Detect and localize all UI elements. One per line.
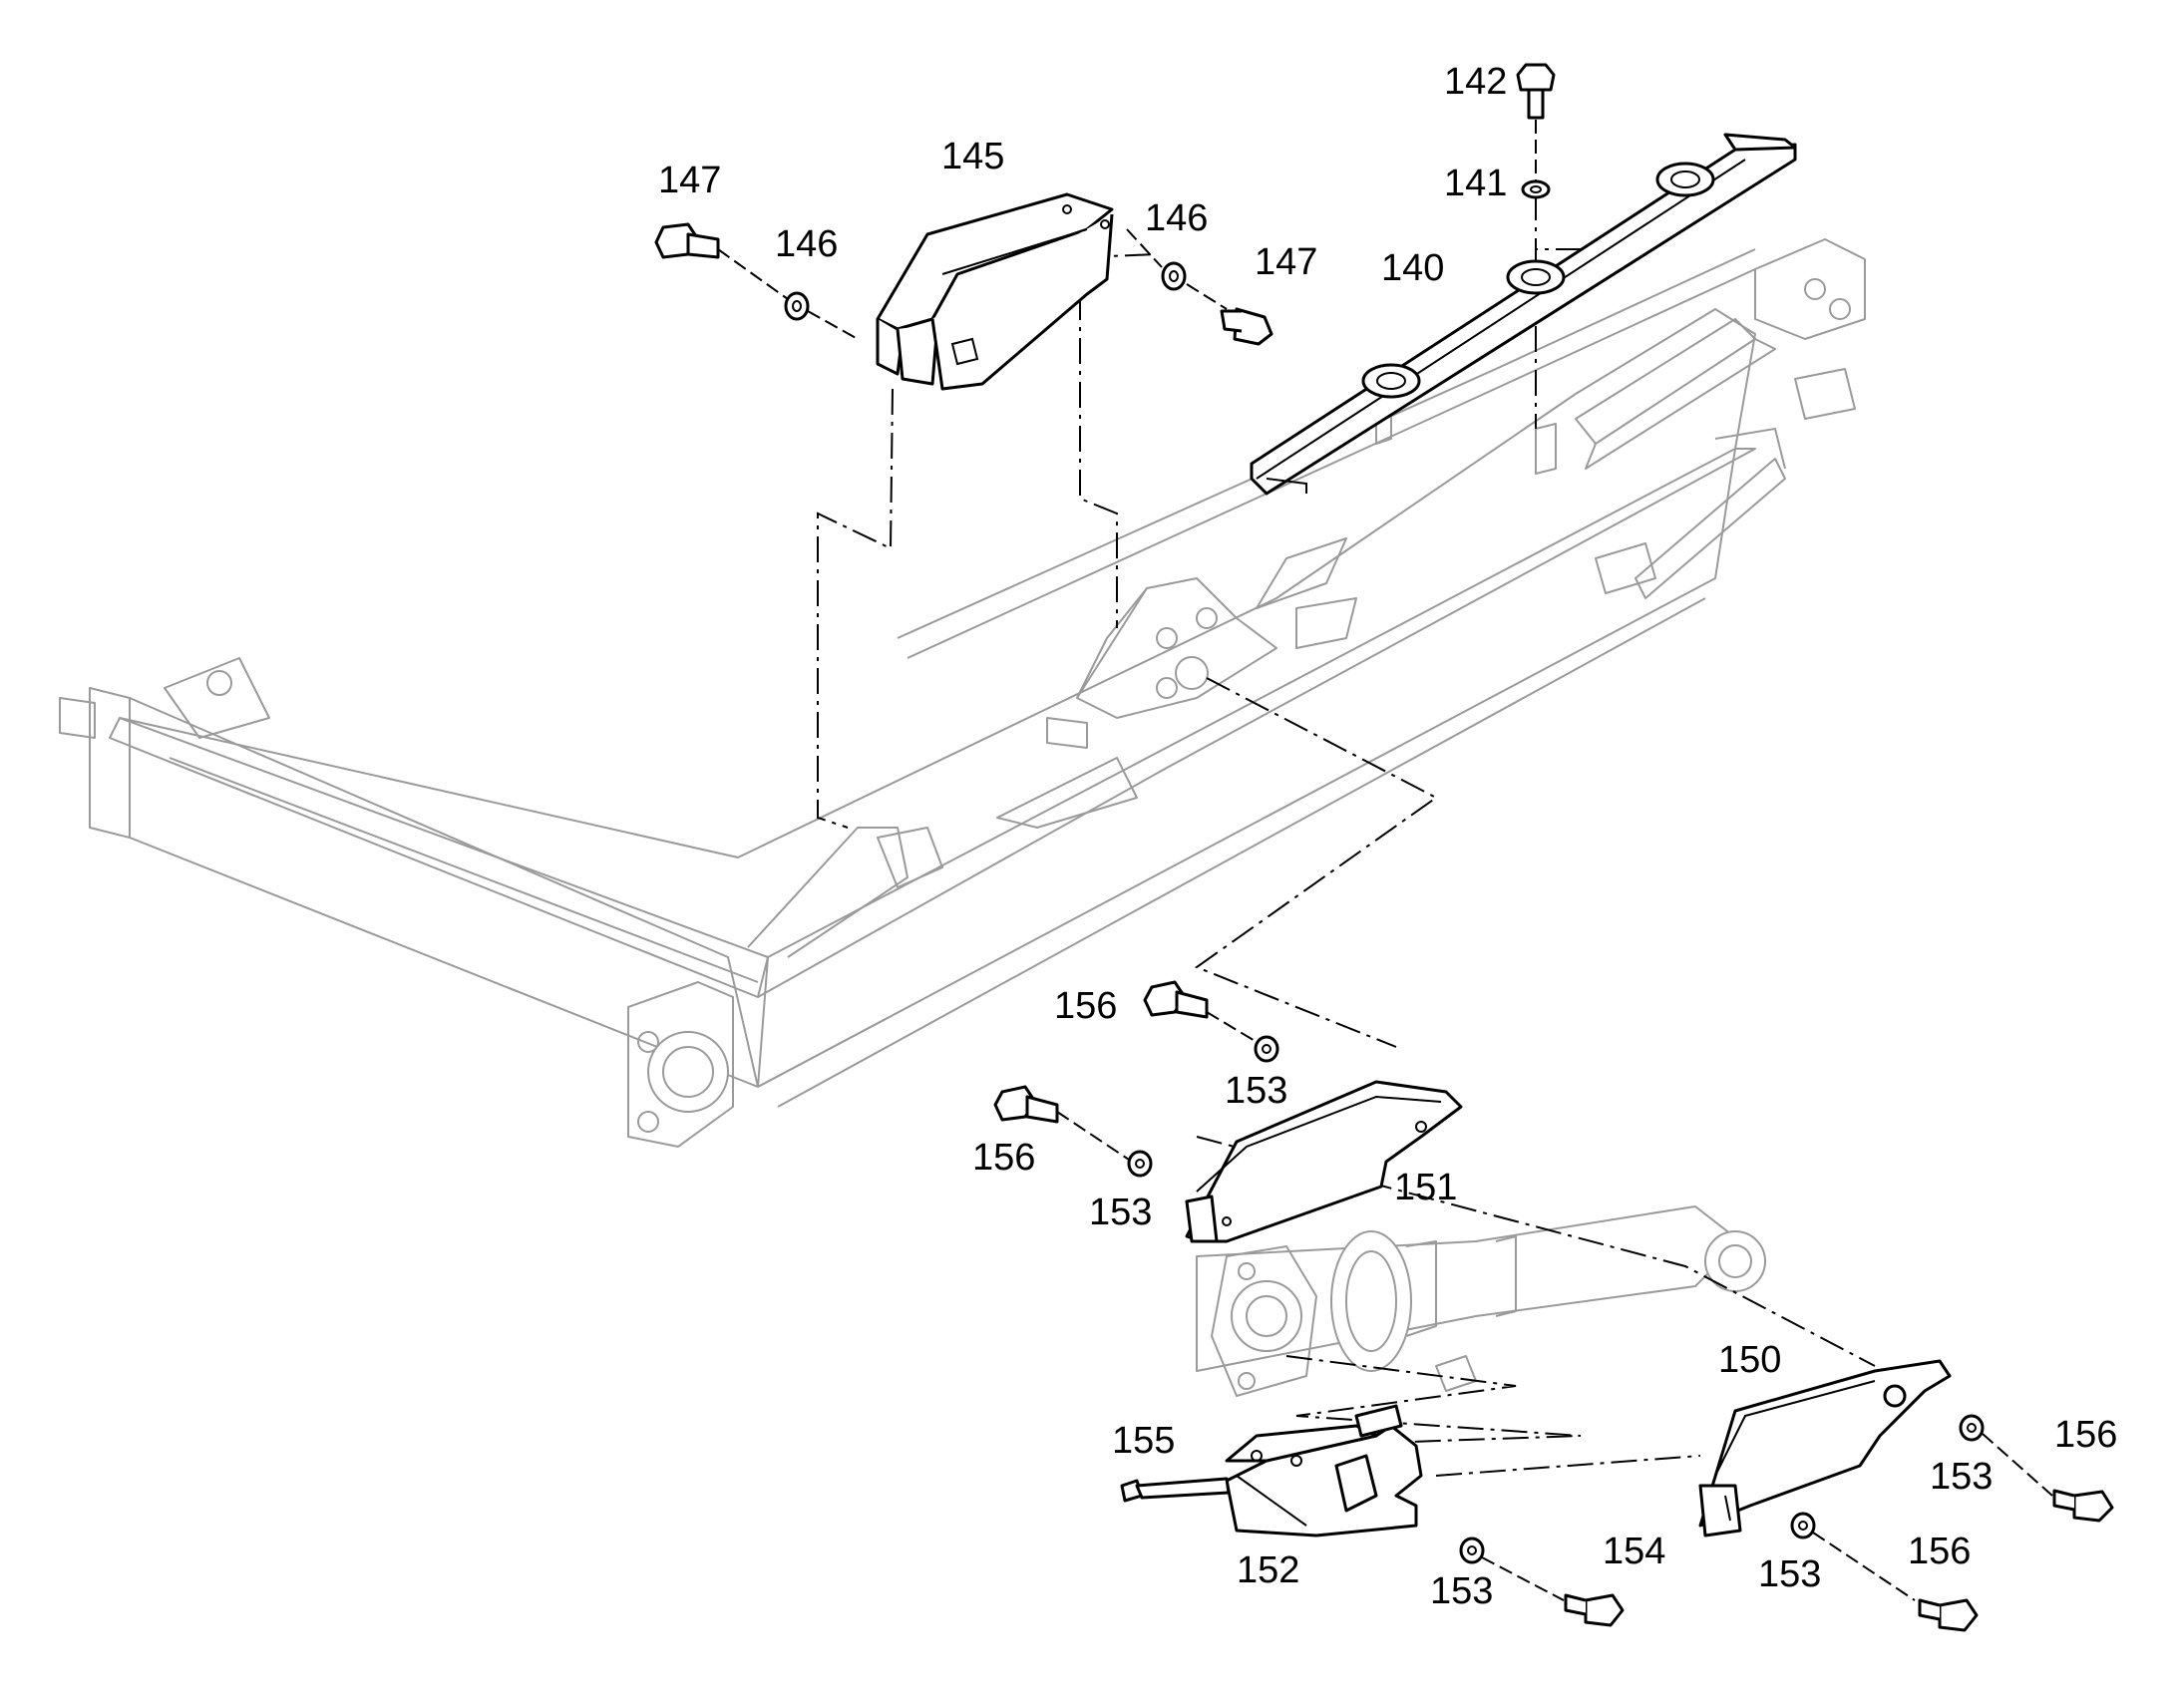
boom-frame bbox=[59, 238, 1866, 1148]
hydraulic-cylinder bbox=[1196, 1205, 1766, 1397]
part-154-bolt bbox=[1564, 1593, 1625, 1627]
callout-147-right: 147 bbox=[1255, 241, 1318, 283]
callout-156-b: 156 bbox=[972, 1137, 1036, 1179]
callout-146-left: 146 bbox=[775, 223, 839, 265]
callout-145: 145 bbox=[941, 136, 1005, 177]
callout-140: 140 bbox=[1381, 247, 1445, 289]
part-146-washer-right bbox=[1161, 261, 1187, 291]
callout-142: 142 bbox=[1444, 61, 1508, 103]
part-155-bolt bbox=[1120, 1477, 1231, 1503]
part-140-guide-plate bbox=[1250, 133, 1797, 496]
part-153-washer-3 bbox=[1459, 1537, 1485, 1564]
part-156-bolt-2 bbox=[993, 1085, 1059, 1124]
part-141-washer bbox=[1521, 179, 1551, 199]
part-153-washer-4 bbox=[1790, 1512, 1816, 1539]
callout-155: 155 bbox=[1112, 1420, 1176, 1462]
part-142-bolt bbox=[1516, 63, 1556, 120]
part-145-cover bbox=[876, 192, 1114, 391]
callout-141: 141 bbox=[1444, 163, 1508, 204]
part-156-bolt-3 bbox=[2052, 1489, 2114, 1523]
callout-151: 151 bbox=[1394, 1167, 1458, 1208]
callout-156-a: 156 bbox=[1054, 985, 1118, 1027]
part-147-bolt-right bbox=[1220, 307, 1273, 346]
callout-147-left: 147 bbox=[658, 160, 722, 201]
callout-153-e: 153 bbox=[1930, 1456, 1994, 1498]
callout-146-right: 146 bbox=[1145, 197, 1209, 239]
part-153-washer-5 bbox=[1959, 1414, 1985, 1442]
callout-156-c: 156 bbox=[2054, 1414, 2118, 1456]
callout-152: 152 bbox=[1237, 1549, 1300, 1591]
part-152-bracket bbox=[1225, 1404, 1423, 1537]
part-153-washer-1 bbox=[1254, 1035, 1279, 1063]
callout-153-a: 153 bbox=[1225, 1070, 1288, 1112]
part-147-bolt-left bbox=[654, 222, 720, 259]
part-146-washer-left bbox=[784, 291, 810, 321]
callout-153-c: 153 bbox=[1430, 1570, 1494, 1612]
callout-154: 154 bbox=[1603, 1531, 1666, 1572]
part-156-bolt-1 bbox=[1143, 980, 1209, 1019]
part-156-bolt-4 bbox=[1918, 1598, 1979, 1632]
callout-153-b: 153 bbox=[1089, 1192, 1153, 1233]
callout-150: 150 bbox=[1718, 1339, 1782, 1381]
part-151-plate bbox=[1185, 1080, 1463, 1243]
part-153-washer-2 bbox=[1127, 1150, 1153, 1178]
callout-156-d: 156 bbox=[1908, 1531, 1972, 1572]
part-150-plate bbox=[1698, 1359, 1952, 1537]
callout-153-d: 153 bbox=[1758, 1553, 1822, 1595]
